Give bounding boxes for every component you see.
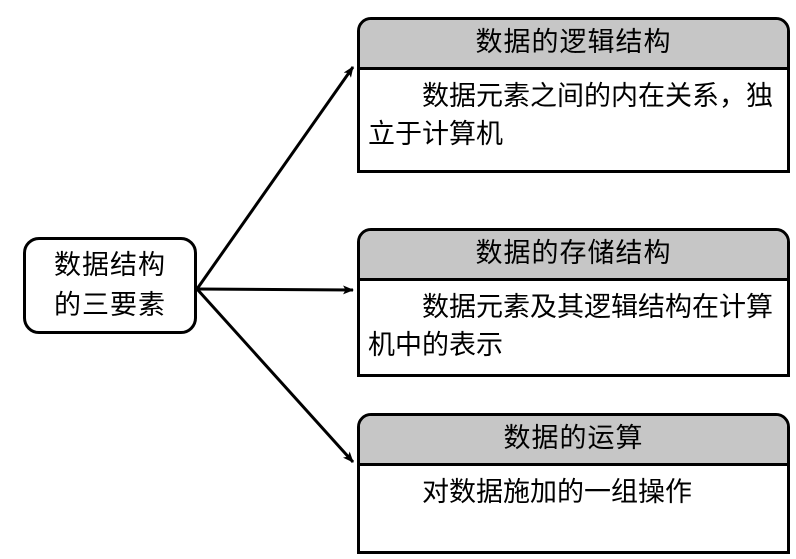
root-node-data-structure-elements: 数据结构 的三要素 [23, 237, 197, 334]
branch-header-storage-structure: 数据的存储结构 [360, 231, 787, 281]
branch-box-operations: 数据的运算 对数据施加的一组操作 [357, 413, 790, 554]
branch-header-logical-structure: 数据的逻辑结构 [360, 20, 787, 70]
branch-box-storage-structure: 数据的存储结构 数据元素及其逻辑结构在计算机中的表示 [357, 228, 790, 377]
arrow-to-storage-structure [196, 285, 354, 295]
branch-body-operations: 对数据施加的一组操作 [360, 466, 787, 551]
root-node-line-2: 的三要素 [54, 289, 166, 321]
arrow-to-logical-structure [195, 66, 355, 290]
branch-header-operations: 数据的运算 [360, 416, 787, 466]
branch-body-storage-structure: 数据元素及其逻辑结构在计算机中的表示 [360, 281, 787, 374]
arrow-to-operations [195, 287, 355, 464]
branch-box-logical-structure: 数据的逻辑结构 数据元素之间的内在关系，独立于计算机 [357, 17, 790, 173]
root-node-line-1: 数据结构 [54, 249, 166, 281]
branch-body-logical-structure: 数据元素之间的内在关系，独立于计算机 [360, 70, 787, 170]
